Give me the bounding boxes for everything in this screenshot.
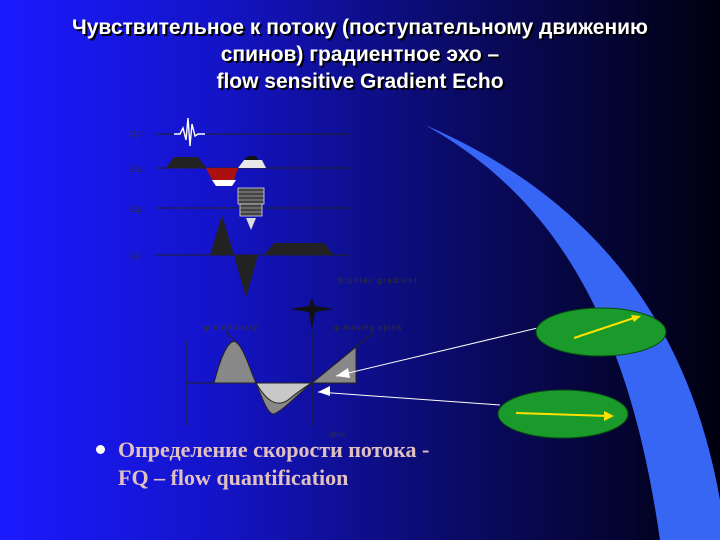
decorative-arc [425,125,720,540]
bullet-item: Определение скорости потока - FQ – flow … [96,436,536,492]
slice-rephase-lobe [206,168,238,180]
phase-curve-moving [213,341,357,415]
phase-curve-stationary [255,382,350,404]
readout-gradient [264,243,334,255]
row-label-rf: RF [130,130,142,140]
slide-title: Чувствительное к потоку (поступательному… [0,14,720,95]
row-label-gs: Gs [130,164,142,174]
caption-moving: φ moving spins [334,323,402,332]
bipolar-lobe-negative [234,255,258,298]
caption-bipolar: Bipolar gradient [338,276,418,285]
title-line-3: flow sensitive Gradient Echo [216,70,504,93]
axis-label-time: time [330,430,346,439]
pointer-line-lower [317,391,501,406]
pulse-sequence-diagram: RF Gs Gp Gr [130,117,418,439]
phase-lobe-white-2 [238,160,266,168]
moving-spin-ellipse [535,307,667,357]
bullet-line-1: Определение скорости потока - [118,437,430,462]
slice-gradient [166,157,206,168]
caption-stationary: φ stationary [204,323,258,332]
bipolar-lobe-positive [210,215,234,255]
bullet-line-2: FQ – flow quantification [118,465,349,490]
leader-stationary [225,331,239,345]
pointer-line-upper [335,325,547,377]
bullet-dot-icon [96,445,105,454]
phase-encode-table [237,187,265,230]
flow-indicators [317,307,667,439]
echo-signal [290,298,334,330]
velocity-arrow-inclined [573,316,638,339]
row-label-gp: Gp [130,204,142,214]
rf-pulse [174,117,205,147]
title-line-2: спинов) градиентное эхо – [220,43,500,66]
row-label-gr: Gr [130,251,140,261]
phase-lobe-dark [244,156,258,160]
phase-lobe-white-1 [212,180,236,186]
title-line-1: Чувствительное к потоку (поступательному… [72,16,648,39]
velocity-arrow-horizontal [515,412,609,417]
leader-moving [351,331,375,351]
